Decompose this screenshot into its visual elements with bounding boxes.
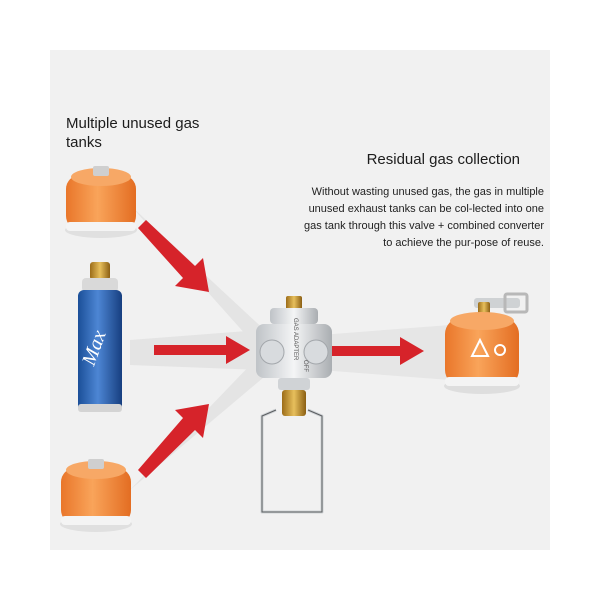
gas-canister-icon: Max (78, 262, 122, 412)
arrow-right-icon (138, 404, 209, 478)
description-text: Without wasting unused gas, the gas in m… (304, 186, 544, 249)
arrow-right-icon (154, 336, 250, 364)
gas-canister-icon (444, 292, 529, 394)
gas-adapter-icon: GAS ADAPTER OFF (256, 296, 332, 514)
arrow-right-icon (330, 337, 424, 365)
headline-left: Multiple unused gas tanks (66, 115, 200, 151)
adapter-label: GAS ADAPTER (292, 318, 298, 361)
gas-canister-icon (60, 459, 132, 532)
headline-right: Residual gas collection (366, 151, 520, 168)
gas-canister-icon (65, 166, 137, 238)
brass-valve-icon (282, 390, 306, 416)
arrow-right-icon (138, 220, 209, 292)
adapter-side-label: OFF (302, 360, 308, 372)
